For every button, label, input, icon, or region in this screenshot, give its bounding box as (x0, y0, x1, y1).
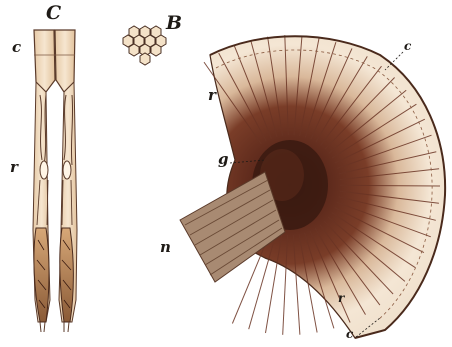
label-c-fan-bottom: c (346, 328, 353, 340)
label-r-fan-top: r (208, 88, 216, 103)
label-c-fan: c (404, 40, 411, 52)
label-g-fan: g (218, 152, 229, 167)
label-n-fan: n (160, 240, 171, 255)
compound-eye-section (180, 35, 445, 338)
label-B-top: B (166, 14, 182, 33)
label-c-left: c (12, 40, 21, 55)
label-r-fan-bottom: r (338, 292, 344, 304)
label-C-top: C (46, 4, 61, 23)
ommatidia-pair (33, 30, 77, 332)
label-r-left: r (10, 160, 18, 175)
corneal-facet-right (55, 30, 75, 92)
ommatidium-ray (340, 185, 440, 186)
hexagonal-facets (123, 26, 166, 65)
